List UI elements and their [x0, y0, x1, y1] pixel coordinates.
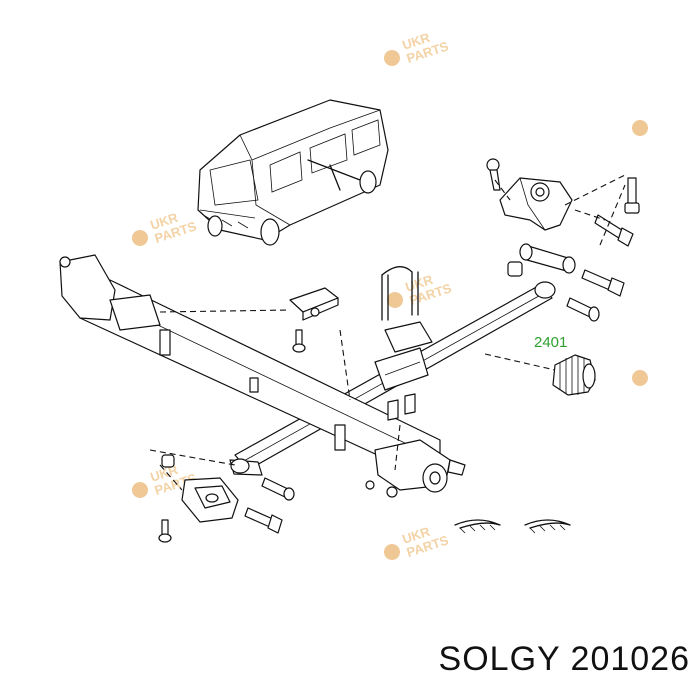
bump-stop-bracket: [289, 287, 339, 353]
watermark-gear-edge-2: [632, 370, 648, 386]
watermark-center: UKR PARTS: [387, 272, 454, 308]
front-hanger: [158, 454, 295, 543]
leader-lines: [149, 174, 626, 491]
watermark-top: UKR PARTS: [384, 30, 451, 66]
axle-beam: [59, 254, 466, 498]
watermark-bottom-right: UKR PARTS: [384, 524, 451, 560]
spring-clips: [454, 519, 571, 534]
u-bolt-clamp: [374, 266, 433, 421]
watermark-left: UKR PARTS: [132, 210, 199, 246]
van-illustration: [197, 99, 389, 246]
brand-part-number-caption: SOLGY 201026: [438, 640, 690, 678]
silent-block-part: [552, 354, 596, 396]
watermark-gear-edge-1: [632, 120, 648, 136]
shackle-bracket: [486, 158, 640, 322]
part-callout-label: 2401: [534, 334, 567, 351]
